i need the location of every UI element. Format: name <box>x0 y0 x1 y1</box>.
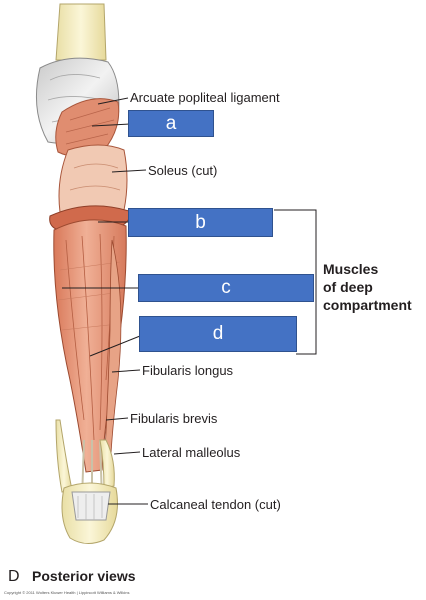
view-letter: D <box>8 568 20 585</box>
deep-compartment-line-3: compartment <box>323 297 412 313</box>
answer-box-c[interactable]: c <box>138 274 314 302</box>
label-soleus: Soleus (cut) <box>148 163 218 178</box>
calcaneal-tendon <box>71 491 111 521</box>
femur <box>55 3 107 61</box>
label-lateral-malleolus: Lateral malleolus <box>142 445 241 460</box>
leader-arcuate <box>97 97 129 105</box>
answer-box-a[interactable]: a <box>128 110 214 137</box>
view-title: D Posterior views <box>8 568 136 586</box>
leader-d <box>89 335 141 357</box>
deep-compartment-line-2: of deep <box>323 279 373 295</box>
label-calcaneal-tendon: Calcaneal tendon (cut) <box>150 497 281 512</box>
view-name: Posterior views <box>32 568 136 584</box>
leader-soleus <box>111 169 147 173</box>
popliteus-muscle <box>55 98 120 157</box>
leader-lines <box>62 97 148 505</box>
leader-fibularis-brevis <box>105 417 129 421</box>
answer-box-b[interactable]: b <box>128 208 273 237</box>
tendons <box>81 439 111 501</box>
leader-lateral-malleolus <box>113 451 141 455</box>
leader-a <box>91 123 131 127</box>
label-fibularis-longus: Fibularis longus <box>142 363 234 378</box>
leader-fibularis-longus <box>111 369 141 373</box>
soleus-cut <box>58 144 128 217</box>
deep-compartment-label: Muscles of deep compartment <box>323 260 412 314</box>
label-arcuate-popliteal-ligament: Arcuate popliteal ligament <box>130 90 280 105</box>
deep-compartment-bracket <box>274 209 317 355</box>
copyright-notice: Copyright © 2011 Wolters Kluwer Health |… <box>4 590 130 595</box>
answer-box-d[interactable]: d <box>139 316 297 352</box>
label-fibularis-brevis: Fibularis brevis <box>130 411 218 426</box>
deep-compartment-line-1: Muscles <box>323 261 379 277</box>
